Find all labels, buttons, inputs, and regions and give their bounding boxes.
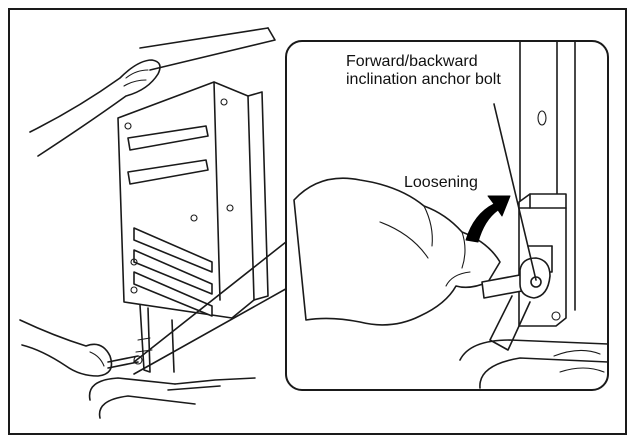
detail-seat-cushion xyxy=(459,339,609,389)
anchor-bolt-label-line2: inclination anchor bolt xyxy=(346,71,501,88)
anchor-bolt-label-line1: Forward/backward xyxy=(346,53,478,70)
upper-hand xyxy=(29,59,161,157)
outer-frame xyxy=(8,8,627,435)
seat-back-panel xyxy=(117,27,276,373)
zoom-callout-lines xyxy=(133,237,292,375)
loosening-arrow-icon xyxy=(465,195,511,243)
anchor-bolt-label: Forward/backward inclination anchor bolt xyxy=(346,53,501,89)
lower-hand xyxy=(19,319,143,377)
detail-hand-with-wrench xyxy=(293,177,551,326)
anchor-bolt-leader-line xyxy=(493,103,537,281)
loosening-label: Loosening xyxy=(404,174,478,191)
seat-cushion xyxy=(88,377,256,419)
